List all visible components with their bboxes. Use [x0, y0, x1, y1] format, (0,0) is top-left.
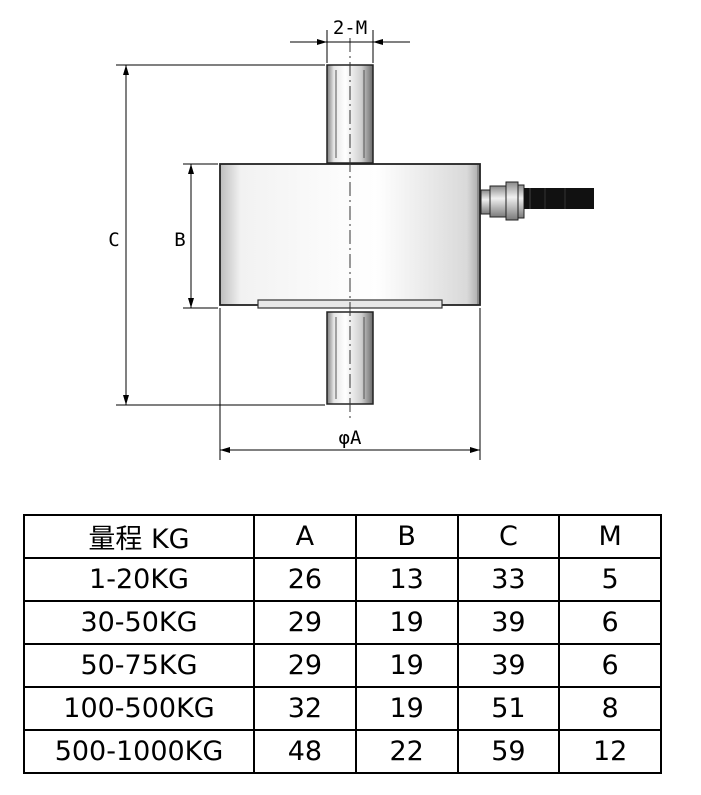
thread-dimension-label: 2-M: [333, 17, 367, 39]
cell-m: 6: [558, 643, 662, 688]
cell-c: 51: [456, 686, 561, 731]
table-row: 500-1000KG 48 22 59 12: [23, 729, 662, 774]
cell-a: 32: [253, 686, 357, 731]
cell-a: 48: [253, 729, 357, 774]
table-row: 50-75KG 29 19 39 6: [23, 643, 662, 688]
cell-range: 1-20KG: [23, 557, 255, 602]
cell-a: 29: [253, 600, 357, 645]
cell-b: 22: [354, 729, 459, 774]
body-height-label: B: [174, 229, 185, 251]
cell-m: 5: [558, 557, 662, 602]
cell-b: 19: [354, 600, 459, 645]
cell-m: 6: [558, 600, 662, 645]
table-header-row: 量程 KG A B C M: [23, 514, 662, 559]
cell-range: 50-75KG: [23, 643, 255, 688]
table-row: 30-50KG 29 19 39 6: [23, 600, 662, 645]
cell-c: 33: [456, 557, 561, 602]
table-row: 100-500KG 32 19 51 8: [23, 686, 662, 731]
cell-m: 12: [558, 729, 662, 774]
diameter-dimension: φA: [219, 308, 481, 460]
header-m: M: [558, 514, 662, 559]
thread-dimension: 2-M: [290, 17, 410, 63]
cell-a: 29: [253, 643, 357, 688]
header-b: B: [354, 514, 459, 559]
cell-b: 13: [354, 557, 459, 602]
cell-c: 59: [456, 729, 561, 774]
table-row: 1-20KG 26 13 33 5: [23, 557, 662, 602]
cell-range: 500-1000KG: [23, 729, 255, 774]
cell-m: 8: [558, 686, 662, 731]
cable-connector: [480, 181, 594, 221]
diameter-label: φA: [339, 427, 362, 449]
cell-c: 39: [456, 600, 561, 645]
cell-b: 19: [354, 686, 459, 731]
load-cell-drawing: 2-M C B φA: [108, 17, 594, 460]
header-range: 量程 KG: [23, 514, 255, 559]
header-a: A: [253, 514, 357, 559]
cell-range: 100-500KG: [23, 686, 255, 731]
cell-b: 19: [354, 643, 459, 688]
cell-c: 39: [456, 643, 561, 688]
spec-table: 量程 KG A B C M 1-20KG 26 13 33 5 30-50KG …: [23, 514, 662, 774]
body-height-dimension: B: [174, 163, 218, 309]
header-c: C: [456, 514, 561, 559]
cell-range: 30-50KG: [23, 600, 255, 645]
cell-a: 26: [253, 557, 357, 602]
total-height-label: C: [108, 229, 119, 251]
